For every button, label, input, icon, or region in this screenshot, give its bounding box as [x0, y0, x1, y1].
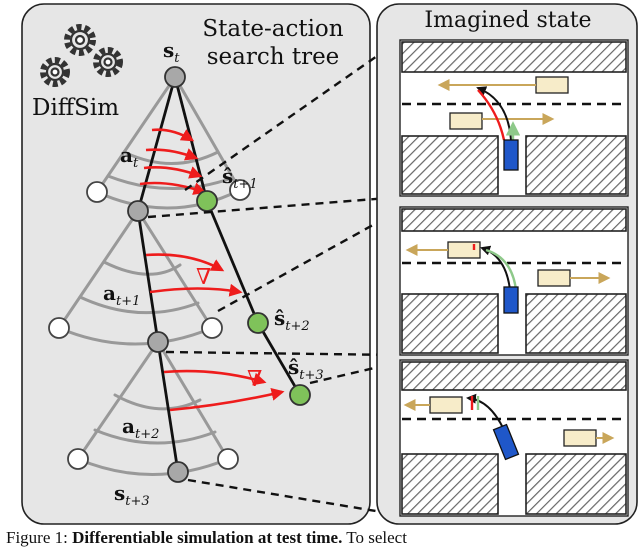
- car-blue: [492, 423, 520, 461]
- tree-main-path: [136, 76, 302, 473]
- label-a-t2: at+2: [122, 414, 159, 442]
- node-s-t3: [167, 461, 189, 483]
- gear-icon: [40, 24, 123, 87]
- nabla-symbol-1: ∇: [196, 265, 211, 290]
- car-beige: [447, 241, 481, 259]
- label-shat-t1: ŝt+1: [222, 164, 258, 192]
- figure-caption: Figure 1: Differentiable simulation at t…: [0, 528, 640, 548]
- scene-2: [399, 206, 629, 356]
- gradient-arrows: [139, 128, 285, 412]
- car-blue: [503, 286, 519, 314]
- right-panel-title: Imagined state: [424, 8, 591, 33]
- caption-rest: To select: [342, 528, 407, 547]
- label-s-t: st: [163, 38, 180, 66]
- scene-1: [399, 39, 629, 197]
- panel-title-line1: State-action: [202, 16, 343, 42]
- leaf-nodes: [48, 179, 251, 470]
- label-shat-t2: ŝt+2: [274, 306, 310, 334]
- node-s-t: [164, 66, 186, 88]
- node-shat-t2: [247, 312, 269, 334]
- node-shat-t3: [289, 384, 311, 406]
- car-beige: [537, 269, 571, 287]
- caption-bold: Differentiable simulation at test time.: [72, 528, 343, 547]
- state-nodes: [127, 66, 189, 483]
- scene-3: [399, 359, 629, 517]
- car-beige: [535, 76, 569, 94]
- imagined-nodes: [196, 190, 311, 406]
- search-fans: [57, 75, 242, 476]
- diffsim-label: DiffSim: [32, 95, 119, 121]
- car-beige: [429, 396, 463, 414]
- car-blue: [503, 139, 519, 171]
- caption-prefix: Figure 1:: [6, 528, 73, 547]
- node-s-t2: [147, 331, 169, 353]
- nabla-symbol-2: ∇: [247, 367, 262, 392]
- label-a-t: at: [120, 143, 139, 171]
- node-shat-t1: [196, 190, 218, 212]
- label-a-t1: at+1: [103, 281, 140, 309]
- panel-title-line2: search tree: [207, 44, 340, 70]
- car-beige: [449, 112, 483, 130]
- left-panel: [21, 3, 371, 525]
- car-beige: [563, 429, 597, 447]
- label-shat-t3: ŝt+3: [288, 355, 324, 383]
- node-s-t1: [127, 200, 149, 222]
- connector-lines: [147, 39, 401, 517]
- label-s-t3: st+3: [114, 481, 150, 509]
